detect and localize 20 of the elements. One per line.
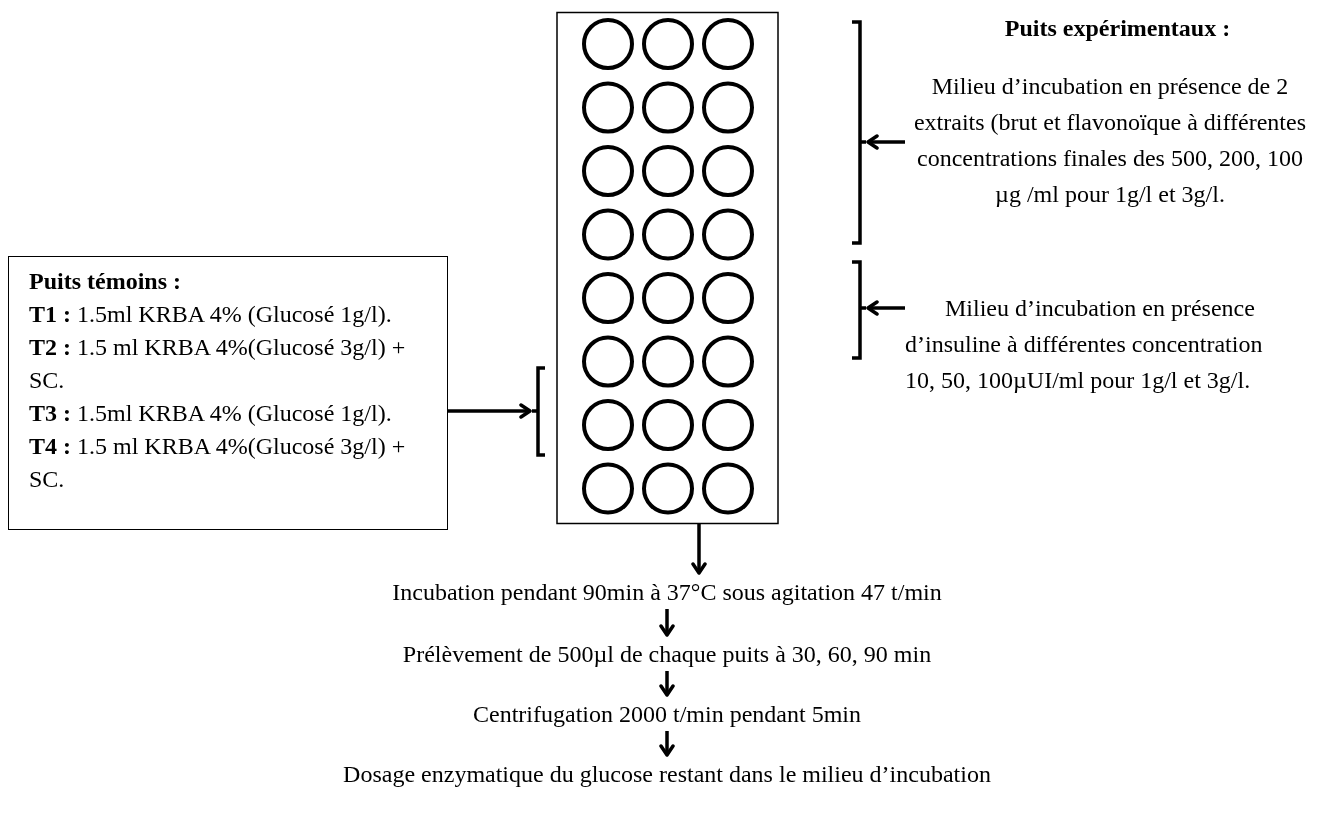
step-text: Incubation pendant 90min à 37°C sous agitation 47 t/min	[267, 575, 1067, 609]
control-entry: T3 : 1.5ml KRBA 4% (Glucosé 1g/l).	[29, 399, 393, 428]
arrow	[866, 134, 905, 150]
description-text: Milieu d’incubation en présence d’insuline à différentes concentration 10, 50, 100µUI/ml pour 1g/l et 3g/l.	[905, 290, 1265, 398]
step-text: Prélèvement de 500µl de chaque puits à 30, 60, 90 min	[267, 637, 1067, 671]
info-panel	[8, 256, 448, 530]
section-heading: Puits expérimentaux :	[1003, 14, 1232, 43]
description-text: Milieu d’incubation en présence de 2 extraits (brut et flavonoïque à différentes concentrations finales des 500, 200, 100 µg /ml pour 1g/l et 3g/l.	[905, 68, 1315, 212]
arrow	[659, 609, 675, 637]
control-entry: T1 : 1.5ml KRBA 4% (Glucosé 1g/l).	[29, 300, 393, 329]
control-entry: T2 : 1.5 ml KRBA 4%(Glucosé 3g/l) + SC.	[29, 333, 407, 395]
arrow	[866, 300, 905, 316]
arrow	[659, 731, 675, 757]
arrow	[448, 403, 532, 419]
step-text: Dosage enzymatique du glucose restant dans le milieu d’incubation	[267, 757, 1067, 791]
arrow	[659, 671, 675, 697]
panel-heading: Puits témoins :	[29, 267, 182, 296]
control-entry: T4 : 1.5 ml KRBA 4%(Glucosé 3g/l) + SC.	[29, 432, 407, 494]
step-text: Centrifugation 2000 t/min pendant 5min	[267, 697, 1067, 731]
arrow	[691, 524, 707, 575]
